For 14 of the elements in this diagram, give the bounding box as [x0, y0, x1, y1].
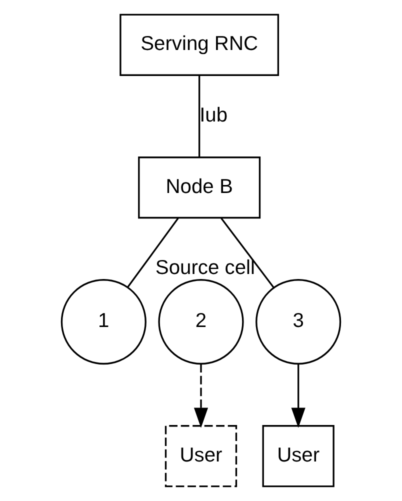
node-box: Node B: [138, 156, 261, 219]
arrow: [194, 364, 208, 428]
node-circle: 1: [60, 279, 146, 365]
node-circle: 2: [158, 279, 244, 365]
node-label: Source cell: [155, 257, 255, 280]
connector: [198, 75, 200, 158]
node-box: User: [262, 425, 334, 488]
node-circle: 3: [256, 279, 342, 365]
edge-label: Iub: [200, 104, 228, 126]
arrow: [291, 364, 306, 428]
connector: [127, 218, 179, 288]
connector: [220, 218, 274, 288]
node-box: User: [164, 425, 238, 488]
node-box: Serving RNC: [120, 14, 280, 76]
